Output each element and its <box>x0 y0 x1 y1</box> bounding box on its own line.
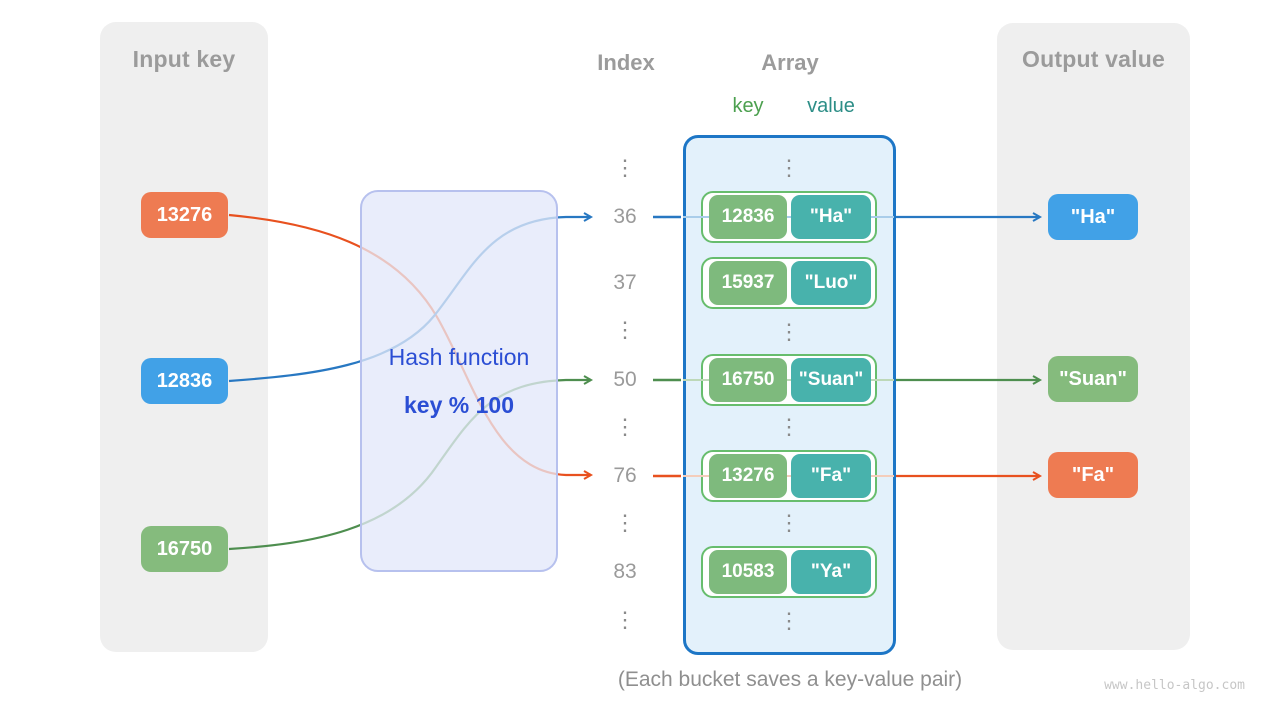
bucket-value-cell: "Ya" <box>791 550 871 594</box>
index-label: 50 <box>613 368 637 391</box>
output-panel-title: Output value <box>1022 46 1165 72</box>
hash-function-label: Hash function <box>388 344 530 370</box>
ellipsis-icon: ⋮ <box>614 607 636 632</box>
output-value-box: "Ha" <box>1048 194 1138 240</box>
bucket-key-cell: 13276 <box>709 454 787 498</box>
hash-function-formula: key % 100 <box>404 392 514 418</box>
bucket-value-cell: "Fa" <box>791 454 871 498</box>
bucket-value-cell: "Luo" <box>791 261 871 305</box>
bucket-value-cell: "Ha" <box>791 195 871 239</box>
index-label: 37 <box>613 271 637 294</box>
index-column-title: Index <box>597 50 655 75</box>
index-label: 36 <box>613 205 637 228</box>
input-panel-title: Input key <box>132 46 236 72</box>
ellipsis-icon: ⋮ <box>778 319 800 344</box>
output-value-box: "Suan" <box>1048 356 1138 402</box>
watermark: www.hello-algo.com <box>1104 678 1245 693</box>
value-column-header: value <box>807 95 855 117</box>
ellipsis-icon: ⋮ <box>778 510 800 535</box>
bucket-key-cell: 15937 <box>709 261 787 305</box>
hash-function-box-overlay <box>360 190 558 572</box>
ellipsis-icon: ⋮ <box>614 414 636 439</box>
ellipsis-icon: ⋮ <box>614 155 636 180</box>
input-key-box: 12836 <box>141 358 228 404</box>
index-label: 83 <box>613 560 637 583</box>
key-column-header: key <box>732 95 764 117</box>
caption: (Each bucket saves a key-value pair) <box>617 668 963 691</box>
output-value-box: "Fa" <box>1048 452 1138 498</box>
ellipsis-icon: ⋮ <box>778 608 800 633</box>
input-key-box: 16750 <box>141 526 228 572</box>
ellipsis-icon: ⋮ <box>614 317 636 342</box>
bucket-key-cell: 10583 <box>709 550 787 594</box>
ellipsis-icon: ⋮ <box>614 510 636 535</box>
output-value-panel <box>997 23 1190 650</box>
bucket-key-cell: 12836 <box>709 195 787 239</box>
ellipsis-icon: ⋮ <box>778 414 800 439</box>
array-column-title: Array <box>761 50 819 75</box>
bucket-key-cell: 16750 <box>709 358 787 402</box>
ellipsis-icon: ⋮ <box>778 155 800 180</box>
input-key-box: 13276 <box>141 192 228 238</box>
index-label: 76 <box>613 464 637 487</box>
bucket-value-cell: "Suan" <box>791 358 871 402</box>
